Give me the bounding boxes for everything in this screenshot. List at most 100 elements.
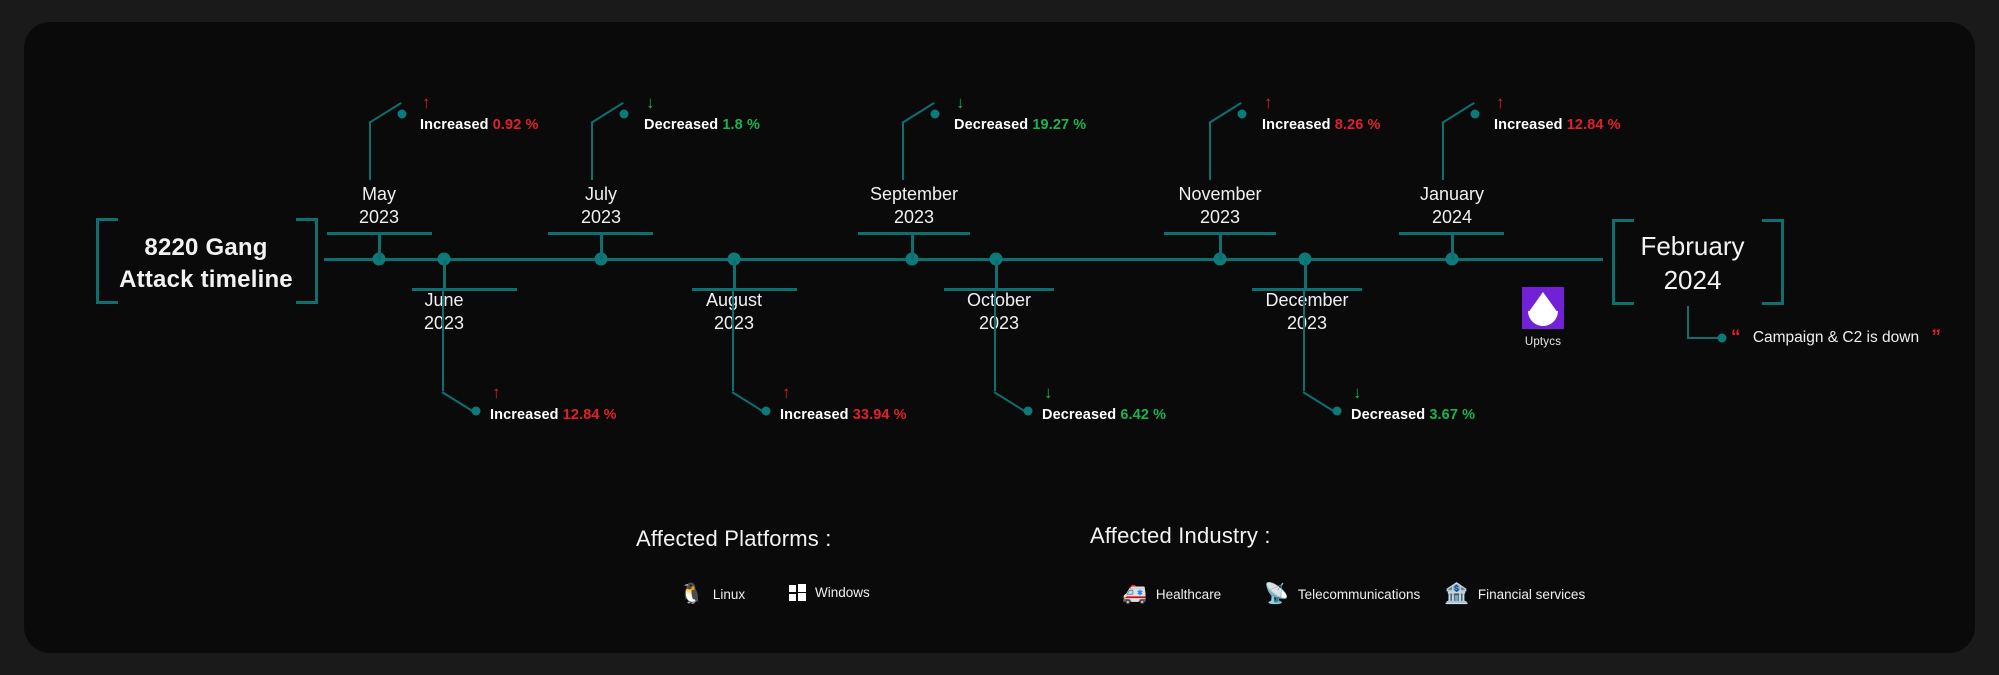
timeline-axis (324, 258, 1603, 261)
callout-value: 8.26 % (1334, 117, 1381, 133)
month-stem (1304, 260, 1307, 288)
callout-dot (471, 406, 481, 416)
callout-dot (1470, 109, 1480, 119)
quote-close-icon: ” (1931, 327, 1941, 348)
industry-item-telecommunications: 📡 Telecommunications (1264, 584, 1420, 604)
callout-dot (397, 109, 407, 119)
month-label-june-2023: June 2023 (349, 289, 539, 335)
callout-dot (1332, 406, 1342, 416)
industry-label: Telecommunications (1297, 586, 1421, 602)
uptycs-triangle-shape (1528, 292, 1558, 313)
callout-value: 6.42 % (1120, 407, 1167, 423)
callout-value: 1.8 % (722, 117, 760, 133)
note-text: Campaign & C2 is down (1752, 329, 1920, 346)
month-stem (600, 232, 603, 260)
quote-open-icon: “ (1731, 327, 1741, 348)
bank-icon: 🏦 (1444, 583, 1469, 605)
callout-leader-diag (993, 391, 1027, 413)
callout-july-2023: Decreased 1.8 % (644, 117, 760, 133)
callout-value: 19.27 % (1032, 117, 1087, 133)
callout-september-2023: Decreased 19.27 % (954, 117, 1086, 133)
callout-august-2023: Increased 33.94 % (780, 407, 907, 423)
month-label-september-2023: September 2023 (869, 184, 959, 228)
cell-tower-icon: 📡 (1264, 583, 1289, 605)
callout-value: 0.92 % (492, 117, 539, 133)
month-stem (733, 260, 736, 288)
callout-leader (1442, 122, 1444, 180)
note-dot (1717, 333, 1727, 343)
end-bracket-left (1612, 219, 1634, 305)
callout-leader-diag (441, 391, 475, 413)
uptycs-semicircle-shape (1528, 311, 1558, 326)
callout-text: Decreased (954, 117, 1033, 133)
linux-icon: 🐧 (679, 583, 704, 605)
industry-item-financial-services: 🏦 Financial services (1444, 584, 1585, 604)
callout-leader (591, 122, 593, 180)
ambulance-icon: 🚑 (1122, 583, 1147, 605)
platform-item-linux: 🐧 Linux (679, 584, 745, 604)
month-stem (1451, 232, 1454, 260)
callout-text: Increased (1262, 117, 1335, 133)
callout-text: Increased (420, 117, 493, 133)
callout-text: Increased (1494, 117, 1567, 133)
trend-up-icon: ↑ (1264, 93, 1273, 112)
trend-up-icon: ↑ (1496, 93, 1505, 112)
month-stem (378, 232, 381, 260)
affected-platforms-title: Affected Platforms : (636, 526, 832, 551)
month-bar (692, 288, 797, 291)
campaign-status-note: “ Campaign & C2 is down ” (1731, 327, 1941, 349)
callout-dot (619, 109, 629, 119)
affected-industry-title: Affected Industry : (1090, 523, 1271, 548)
callout-dot (1237, 109, 1247, 119)
trend-up-icon: ↑ (782, 383, 791, 402)
headline-bracket-right (296, 218, 318, 304)
callout-may-2023: Increased 0.92 % (420, 117, 539, 133)
end-label-february-2024: February 2024 (1640, 231, 1745, 295)
callout-leader (1209, 122, 1211, 180)
trend-down-icon: ↓ (646, 93, 655, 112)
platform-item-windows: Windows (789, 584, 870, 601)
platform-label: Windows (815, 585, 870, 600)
axis-dot (989, 252, 1003, 266)
callout-value: 12.84 % (562, 407, 617, 423)
callout-leader (1303, 291, 1305, 391)
month-label-may-2023: May 2023 (358, 184, 400, 228)
trend-down-icon: ↓ (1353, 383, 1362, 402)
axis-dot (727, 252, 741, 266)
callout-leader (994, 291, 996, 391)
month-stem (443, 260, 446, 288)
callout-december-2023: Decreased 3.67 % (1351, 407, 1475, 423)
callout-leader (442, 291, 444, 391)
month-bar (1252, 288, 1362, 291)
callout-text: Decreased (1042, 407, 1121, 423)
end-bracket-right (1762, 219, 1784, 305)
industry-item-healthcare: 🚑 Healthcare (1122, 584, 1221, 604)
vendor-name: Uptycs (1524, 336, 1562, 348)
uptycs-icon (1522, 287, 1564, 329)
callout-january-2024: Increased 12.84 % (1494, 117, 1621, 133)
month-stem (911, 232, 914, 260)
callout-june-2023: Increased 12.84 % (490, 407, 617, 423)
infographic-panel: 8220 Gang Attack timeline May 2023 ↑ Inc… (24, 22, 1975, 653)
callout-dot (761, 406, 771, 416)
callout-leader (369, 122, 371, 180)
callout-leader (902, 122, 904, 180)
callout-october-2023: Decreased 6.42 % (1042, 407, 1166, 423)
note-leader (1687, 306, 1689, 338)
callout-dot (930, 109, 940, 119)
headline-bracket-left (96, 218, 118, 304)
callout-text: Decreased (644, 117, 723, 133)
callout-value: 33.94 % (852, 407, 907, 423)
callout-leader-diag (731, 391, 765, 413)
callout-dot (1023, 406, 1033, 416)
callout-leader (732, 291, 734, 391)
month-bar (412, 288, 517, 291)
windows-icon (789, 584, 806, 601)
callout-text: Decreased (1351, 407, 1430, 423)
month-label-november-2023: November 2023 (1178, 184, 1262, 228)
month-stem (995, 260, 998, 288)
callout-value: 3.67 % (1429, 407, 1476, 423)
page-title: 8220 Gang Attack timeline (119, 234, 293, 293)
month-label-december-2023: December 2023 (1265, 290, 1349, 334)
industry-label: Healthcare (1155, 586, 1222, 602)
